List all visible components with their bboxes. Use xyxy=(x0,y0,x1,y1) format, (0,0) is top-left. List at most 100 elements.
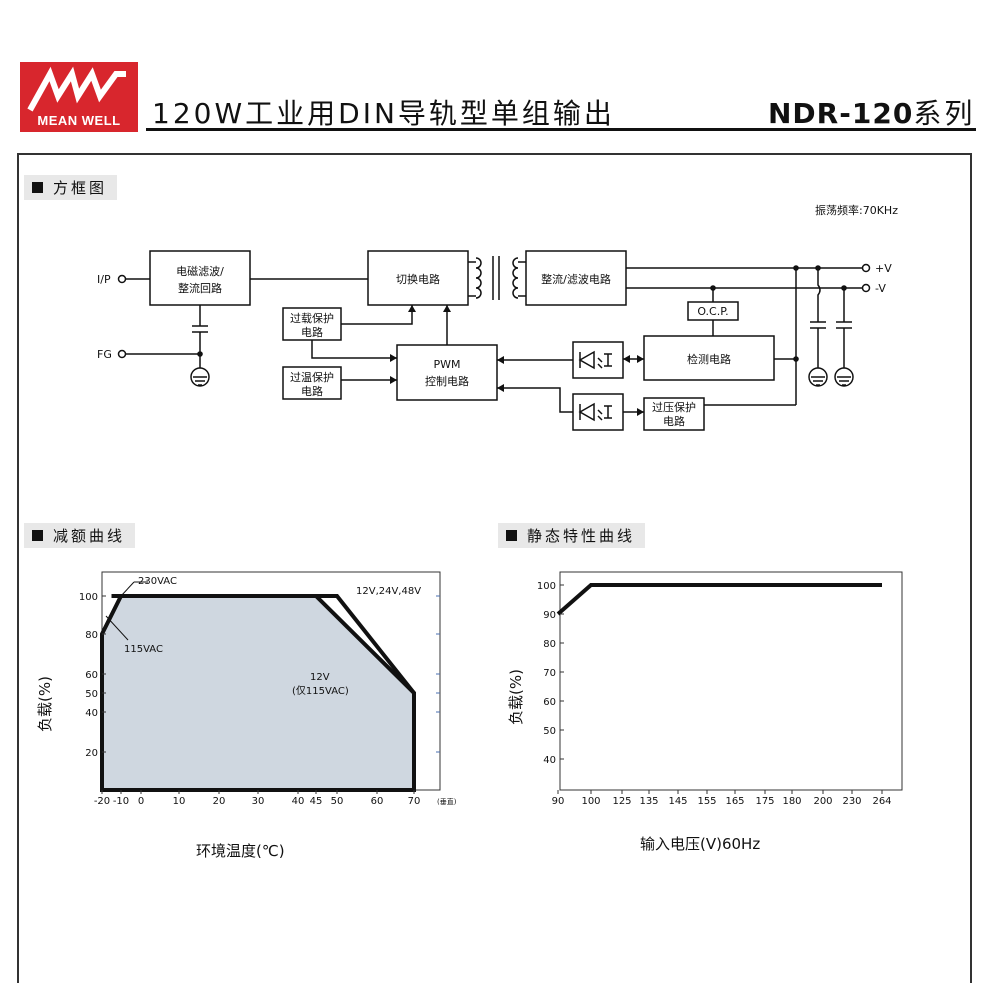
derating-line-12-24-48v xyxy=(111,594,416,695)
x-tick-label: -20 xyxy=(94,796,110,807)
y-tick-label: 80 xyxy=(85,630,98,641)
y-tick-label: 60 xyxy=(85,670,98,681)
x-unit-label: (垂直) xyxy=(437,797,457,806)
block-diagram-title: 方框图 xyxy=(53,179,108,197)
annotation-leader-230vac xyxy=(120,581,135,597)
pwm-label-2: 控制电路 xyxy=(425,374,469,388)
y-tick-label: 90 xyxy=(543,610,556,621)
overtemp-box xyxy=(282,366,342,400)
emi-filter-label-2: 整流回路 xyxy=(178,281,222,295)
ground-icon xyxy=(190,367,210,387)
y-tick-label: 60 xyxy=(543,697,556,708)
static-title: 静态特性曲线 xyxy=(527,527,636,545)
x-tick-label: -10 xyxy=(113,796,129,807)
square-bullet-icon xyxy=(32,530,43,541)
opto-symbol-2 xyxy=(578,402,612,422)
plot-frame xyxy=(559,571,903,791)
overload-label-2: 电路 xyxy=(301,326,323,339)
model-number: NDR-120 xyxy=(768,97,914,130)
emi-filter-box xyxy=(149,250,251,306)
x-tick-label: 125 xyxy=(612,796,631,807)
content-frame xyxy=(17,153,972,983)
x-tick-label: 175 xyxy=(755,796,774,807)
x-tick-label: 180 xyxy=(782,796,801,807)
static-xlabel: 输入电压(V)60Hz xyxy=(640,835,761,853)
y-tick-label: 80 xyxy=(543,639,556,650)
x-tick-label: 10 xyxy=(173,796,186,807)
block-diagram: I/P FG +V -V 电磁滤波/ 整流回路 切换电路 整流/滤波电路 O.C… xyxy=(97,250,892,431)
derating-area-230vac xyxy=(100,594,416,792)
x-tick-label: 0 xyxy=(138,796,144,807)
mean-well-logo: MEAN WELL xyxy=(20,62,138,132)
y-tick-label: 40 xyxy=(85,708,98,719)
vminus-label: -V xyxy=(875,282,886,295)
vminus-terminal xyxy=(861,283,871,293)
vplus-label: +V xyxy=(875,262,892,275)
derating-xlabel: 环境温度(℃) xyxy=(196,842,285,860)
vplus-terminal xyxy=(861,263,871,273)
ip-label: I/P xyxy=(97,273,111,286)
fg-terminal xyxy=(117,349,127,359)
transformer-secondary xyxy=(512,257,519,299)
load-vs-input-line xyxy=(556,583,882,616)
overvoltage-label-2: 电路 xyxy=(663,415,685,428)
annotation-115vac: 115VAC xyxy=(124,644,163,655)
detection-label: 检测电路 xyxy=(687,352,731,366)
x-tick-label: 200 xyxy=(813,796,832,807)
annotation-12v: 12V xyxy=(310,672,330,683)
x-tick-label: 155 xyxy=(697,796,716,807)
x-tick-label: 264 xyxy=(872,796,891,807)
y-tick-label: 20 xyxy=(85,748,98,759)
series-suffix: 系列 xyxy=(913,97,976,130)
derating-title: 减额曲线 xyxy=(53,527,126,545)
static-heading: 静态特性曲线 xyxy=(498,523,646,548)
block-diagram-heading: 方框图 xyxy=(24,175,118,200)
overtemp-label-1: 过温保护 xyxy=(290,370,334,384)
x-tick-label: 145 xyxy=(668,796,687,807)
switching-label: 切换电路 xyxy=(396,272,440,286)
rectifier-box xyxy=(525,250,627,306)
square-bullet-icon xyxy=(32,182,43,193)
y-tick-label: 100 xyxy=(79,592,98,603)
ocp-label: O.C.P. xyxy=(697,305,728,318)
annotation-series-all: 12V,24V,48V xyxy=(356,586,421,597)
x-tick-label: 70 xyxy=(408,796,421,807)
overvoltage-label-1: 过压保护 xyxy=(652,400,696,414)
detection-box xyxy=(643,335,775,381)
frequency-label: 振荡频率:70KHz xyxy=(815,204,898,217)
x-tick-label: 40 xyxy=(292,796,305,807)
x-tick-label: 60 xyxy=(371,796,384,807)
annotation-230vac: 230VAC xyxy=(138,576,177,587)
y-tick-label: 70 xyxy=(543,668,556,679)
overtemp-label-2: 电路 xyxy=(301,385,323,398)
opto-symbol-1 xyxy=(578,350,612,370)
transformer-primary xyxy=(475,257,482,299)
derating-heading: 减额曲线 xyxy=(24,523,136,548)
x-tick-label: 45 xyxy=(310,796,323,807)
switching-box xyxy=(367,250,469,306)
ip-terminal xyxy=(117,274,127,284)
overload-label-1: 过载保护 xyxy=(290,311,334,325)
x-tick-label: 30 xyxy=(252,796,265,807)
annotation-leader-115vac xyxy=(105,615,129,641)
x-tick-label: 90 xyxy=(552,796,565,807)
x-tick-label: 230 xyxy=(842,796,861,807)
x-tick-label: 135 xyxy=(639,796,658,807)
fg-label: FG xyxy=(97,348,112,361)
logo-text: MEAN WELL xyxy=(37,113,121,128)
overvoltage-box xyxy=(643,397,705,431)
page-title: 120W工业用DIN导轨型单组输出 xyxy=(152,97,615,130)
model-title: NDR-120系列 xyxy=(768,92,975,132)
y-tick-label: 100 xyxy=(537,581,556,592)
x-tick-label: 165 xyxy=(725,796,744,807)
header-rule xyxy=(146,128,976,131)
annotation-12v-note: (仅115VAC) xyxy=(292,685,349,697)
rectifier-label: 整流/滤波电路 xyxy=(541,272,611,286)
y-tick-label: 50 xyxy=(85,689,98,700)
ground-icon xyxy=(808,367,828,387)
pwm-label-1: PWM xyxy=(433,358,460,371)
x-tick-label: 20 xyxy=(213,796,226,807)
y-tick-label: 50 xyxy=(543,726,556,737)
